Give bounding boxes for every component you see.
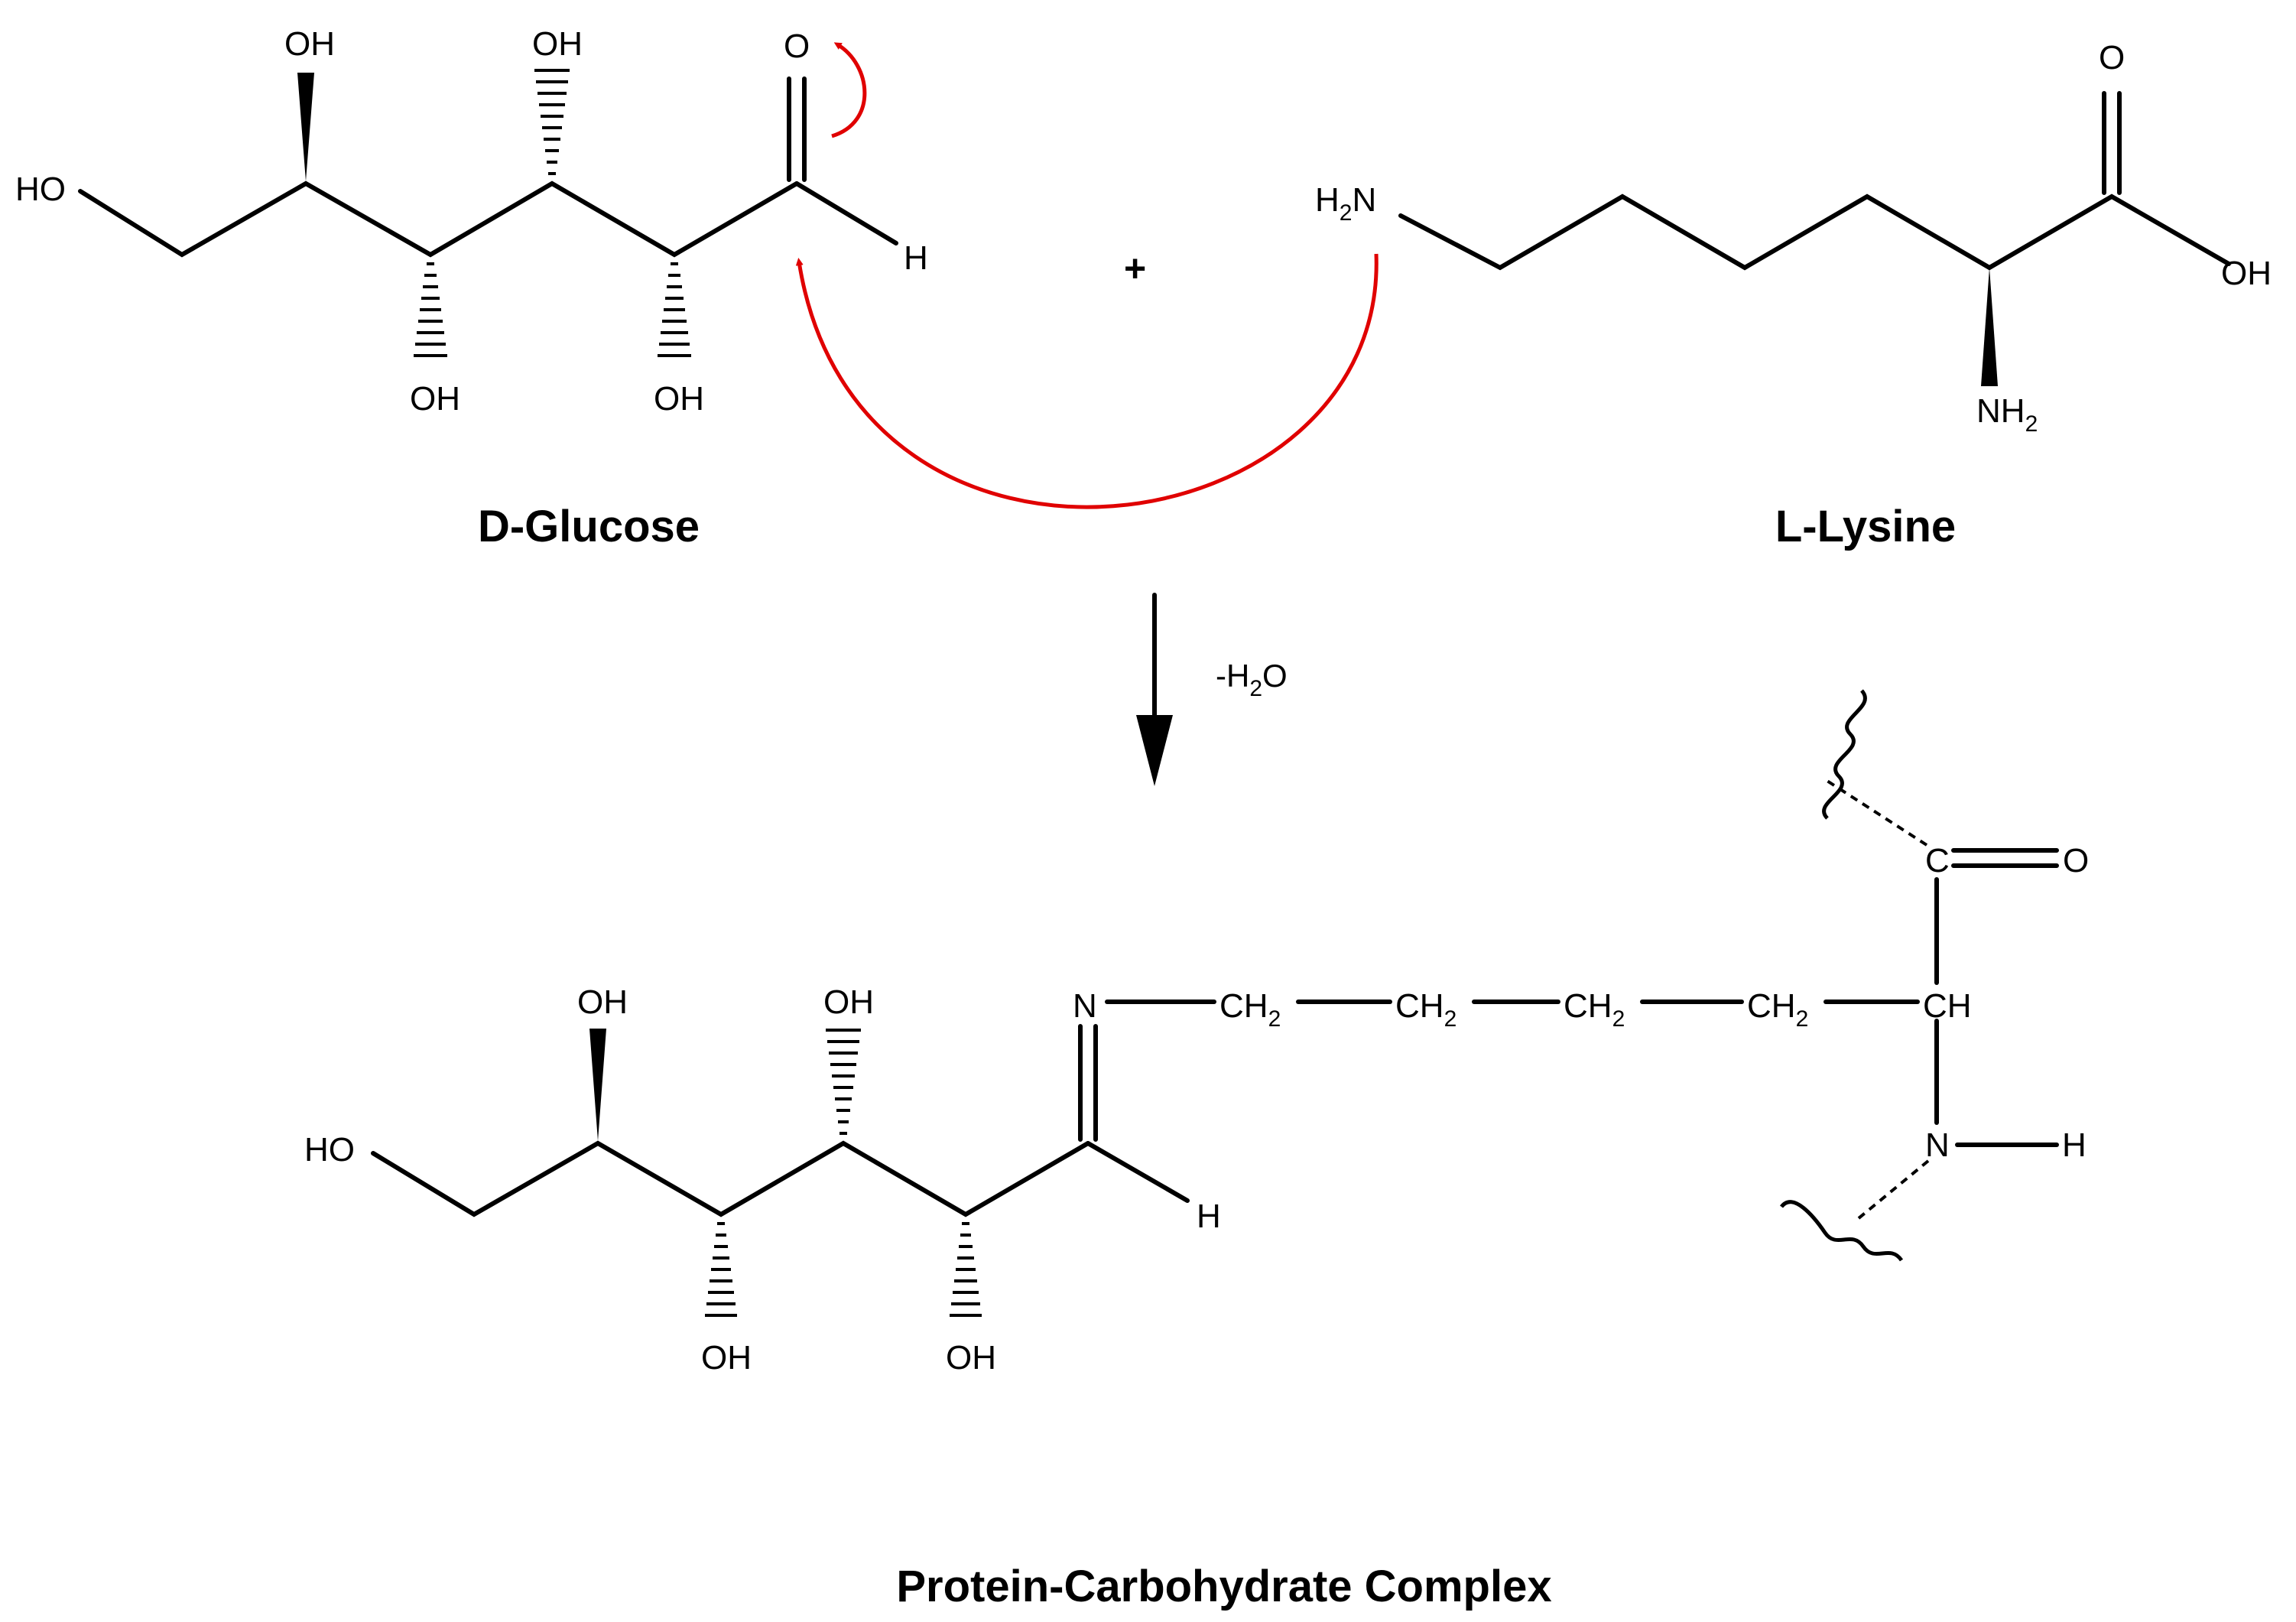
product-structure: HO OH OH OH OH H N CH2 CH2 CH2 CH2 CH C …: [304, 689, 2089, 1377]
glucose-carbonyl-o: O: [784, 28, 810, 65]
product-oh-c2: OH: [577, 983, 628, 1021]
glucose-oh-c4: OH: [532, 25, 583, 63]
chain-ch2-4: CH2: [1747, 987, 1808, 1032]
amine-attack-arrow: [795, 253, 1379, 509]
peptide-carbonyl-c: C: [1925, 842, 1950, 879]
lysine-h2n-label: H2N: [1315, 181, 1376, 226]
product-sugar-backbone: [371, 1140, 1090, 1217]
product-hash-c4: [826, 1029, 861, 1135]
chain-ch2-3: CH2: [1564, 987, 1625, 1032]
glucose-ho-label: HO: [15, 171, 66, 208]
glucose-hash-c5: [658, 262, 691, 357]
glucose-aldehyde-h: H: [904, 239, 928, 277]
amide-dashed-link: [1853, 1159, 1930, 1224]
lysine-nh2-label: NH2: [1976, 392, 2038, 437]
peptide-n: N: [1925, 1126, 1950, 1164]
peptide-co-double-bond: [1951, 848, 2059, 868]
plus-sign: +: [1124, 247, 1146, 290]
product-title: Protein-Carbohydrate Complex: [896, 1562, 1551, 1611]
product-oh-c5: OH: [946, 1339, 996, 1377]
chain-ch2-1: CH2: [1219, 987, 1281, 1032]
alpha-ch-label: CH: [1923, 987, 1972, 1025]
glucose-aldehyde-ch-bond: [794, 181, 898, 245]
glucose-backbone: [78, 180, 799, 258]
chain-ch2-2: CH2: [1395, 987, 1457, 1032]
peptide-nh-h: H: [2062, 1126, 2087, 1164]
lysine-wedge-alpha: [1981, 268, 1998, 386]
protein-chain-wavy-bottom: [1780, 1200, 1904, 1262]
glucose-wedge-c2: [297, 73, 314, 181]
glucose-hash-c3: [414, 262, 447, 357]
product-ch-h: H: [1197, 1198, 1221, 1235]
carbonyl-electron-arrow: [831, 42, 867, 138]
lysine-carboxyl-o: O: [2099, 39, 2125, 76]
glucose-oh-c3: OH: [410, 380, 460, 418]
glucose-carbonyl-double-bond: [787, 76, 807, 182]
d-glucose-structure: HO OH OH OH OH O H: [15, 25, 928, 418]
product-hash-c5: [950, 1222, 982, 1317]
reaction-arrow: [1136, 593, 1173, 786]
product-wedge-c2: [589, 1029, 606, 1141]
lysine-backbone: [1398, 193, 2231, 271]
reaction-arrow-head: [1136, 715, 1173, 786]
glucose-hash-c4: [534, 69, 570, 175]
product-imine-n: N: [1073, 987, 1097, 1025]
lysine-carboxyl-oh: OH: [2221, 255, 2272, 292]
product-oh-c4: OH: [823, 983, 874, 1021]
product-oh-c3: OH: [701, 1339, 752, 1377]
reactant2-title: L-Lysine: [1775, 502, 1956, 551]
product-ho-label: HO: [304, 1131, 355, 1169]
l-lysine-structure: H2N O OH NH2: [1315, 39, 2272, 437]
lysine-carboxyl-double-bond: [2102, 91, 2122, 195]
reactant1-title: D-Glucose: [478, 502, 700, 551]
glucose-oh-c2: OH: [284, 25, 335, 63]
product-imine-double-bond: [1078, 1024, 1098, 1142]
product-hash-c3: [705, 1222, 737, 1317]
peptide-carbonyl-o: O: [2063, 842, 2089, 879]
protein-chain-wavy-top: [1822, 689, 1867, 820]
glucose-oh-c5: OH: [654, 380, 704, 418]
reaction-condition: -H2O: [1216, 658, 1288, 701]
product-ch-bond: [1086, 1141, 1190, 1203]
